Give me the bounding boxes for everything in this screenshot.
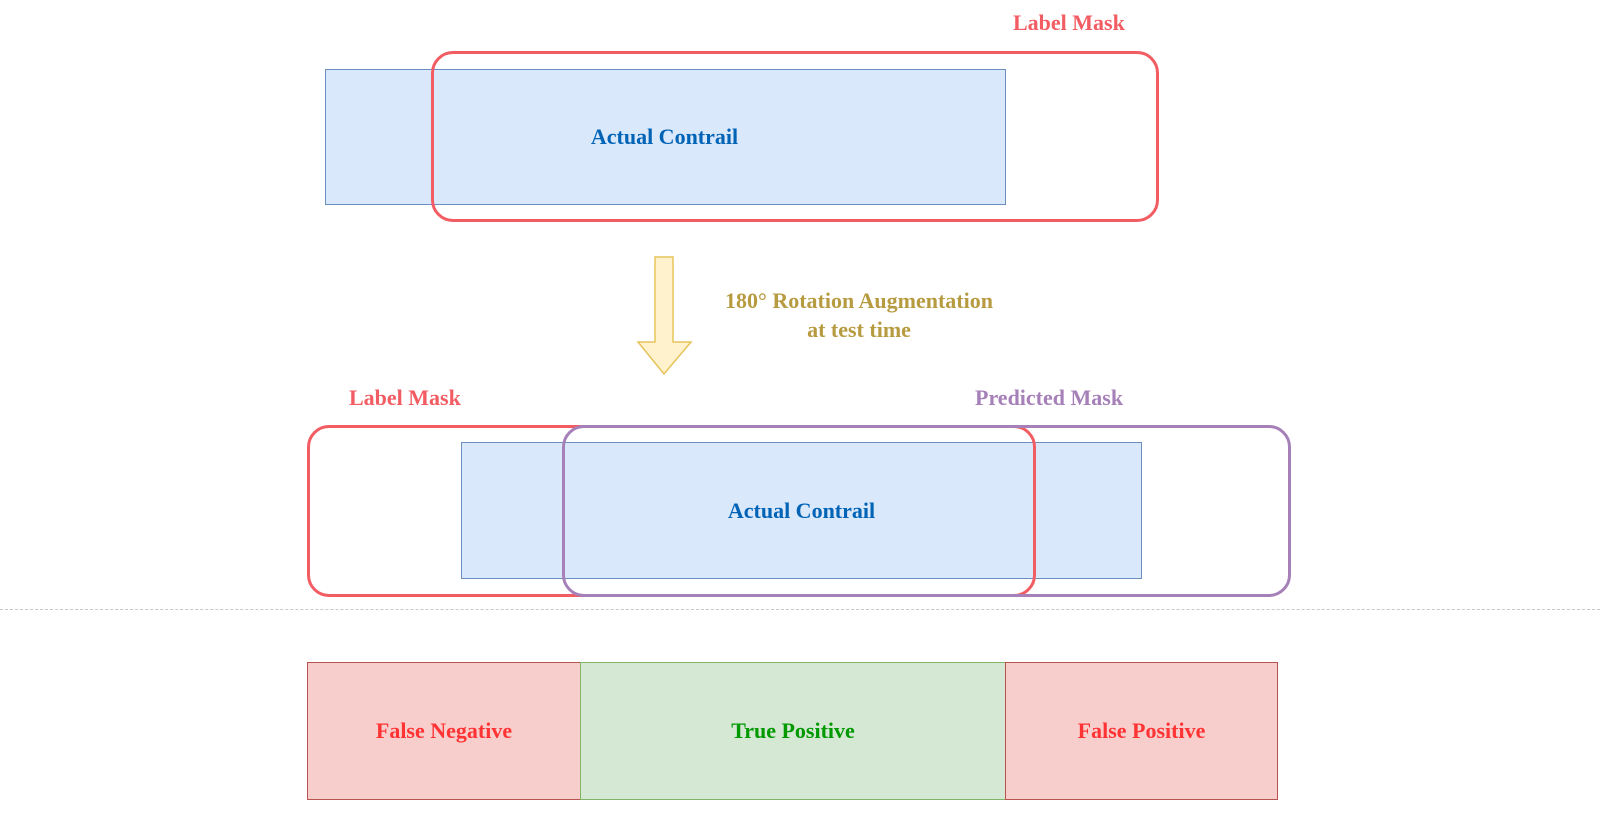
true-positive-label: True Positive: [731, 718, 855, 743]
augmentation-caption-line2: at test time: [807, 317, 911, 342]
top-actual-contrail: Actual Contrail: [325, 69, 1006, 205]
down-arrow-icon: [636, 256, 693, 376]
top-label-mask-title: Label Mask: [1013, 10, 1125, 35]
predicted-mask: [562, 425, 1291, 597]
augmentation-caption: 180° Rotation Augmentation at test time: [713, 286, 1005, 344]
middle-actual-contrail: Actual Contrail: [461, 442, 1142, 579]
false-negative-region: False Negative: [307, 662, 581, 800]
augmentation-caption-line1: 180° Rotation Augmentation: [725, 288, 993, 313]
false-positive-region: False Positive: [1005, 662, 1278, 800]
top-actual-contrail-label: Actual Contrail: [590, 124, 739, 149]
middle-actual-contrail-label: Actual Contrail: [727, 497, 876, 523]
section-divider: [0, 609, 1600, 610]
top-label-mask: [431, 51, 1159, 222]
true-positive-region: True Positive: [580, 662, 1006, 800]
false-negative-label: False Negative: [375, 718, 513, 743]
false-positive-label: False Positive: [1077, 718, 1206, 743]
middle-label-mask-title: Label Mask: [349, 385, 461, 410]
predicted-mask-title: Predicted Mask: [975, 385, 1124, 410]
